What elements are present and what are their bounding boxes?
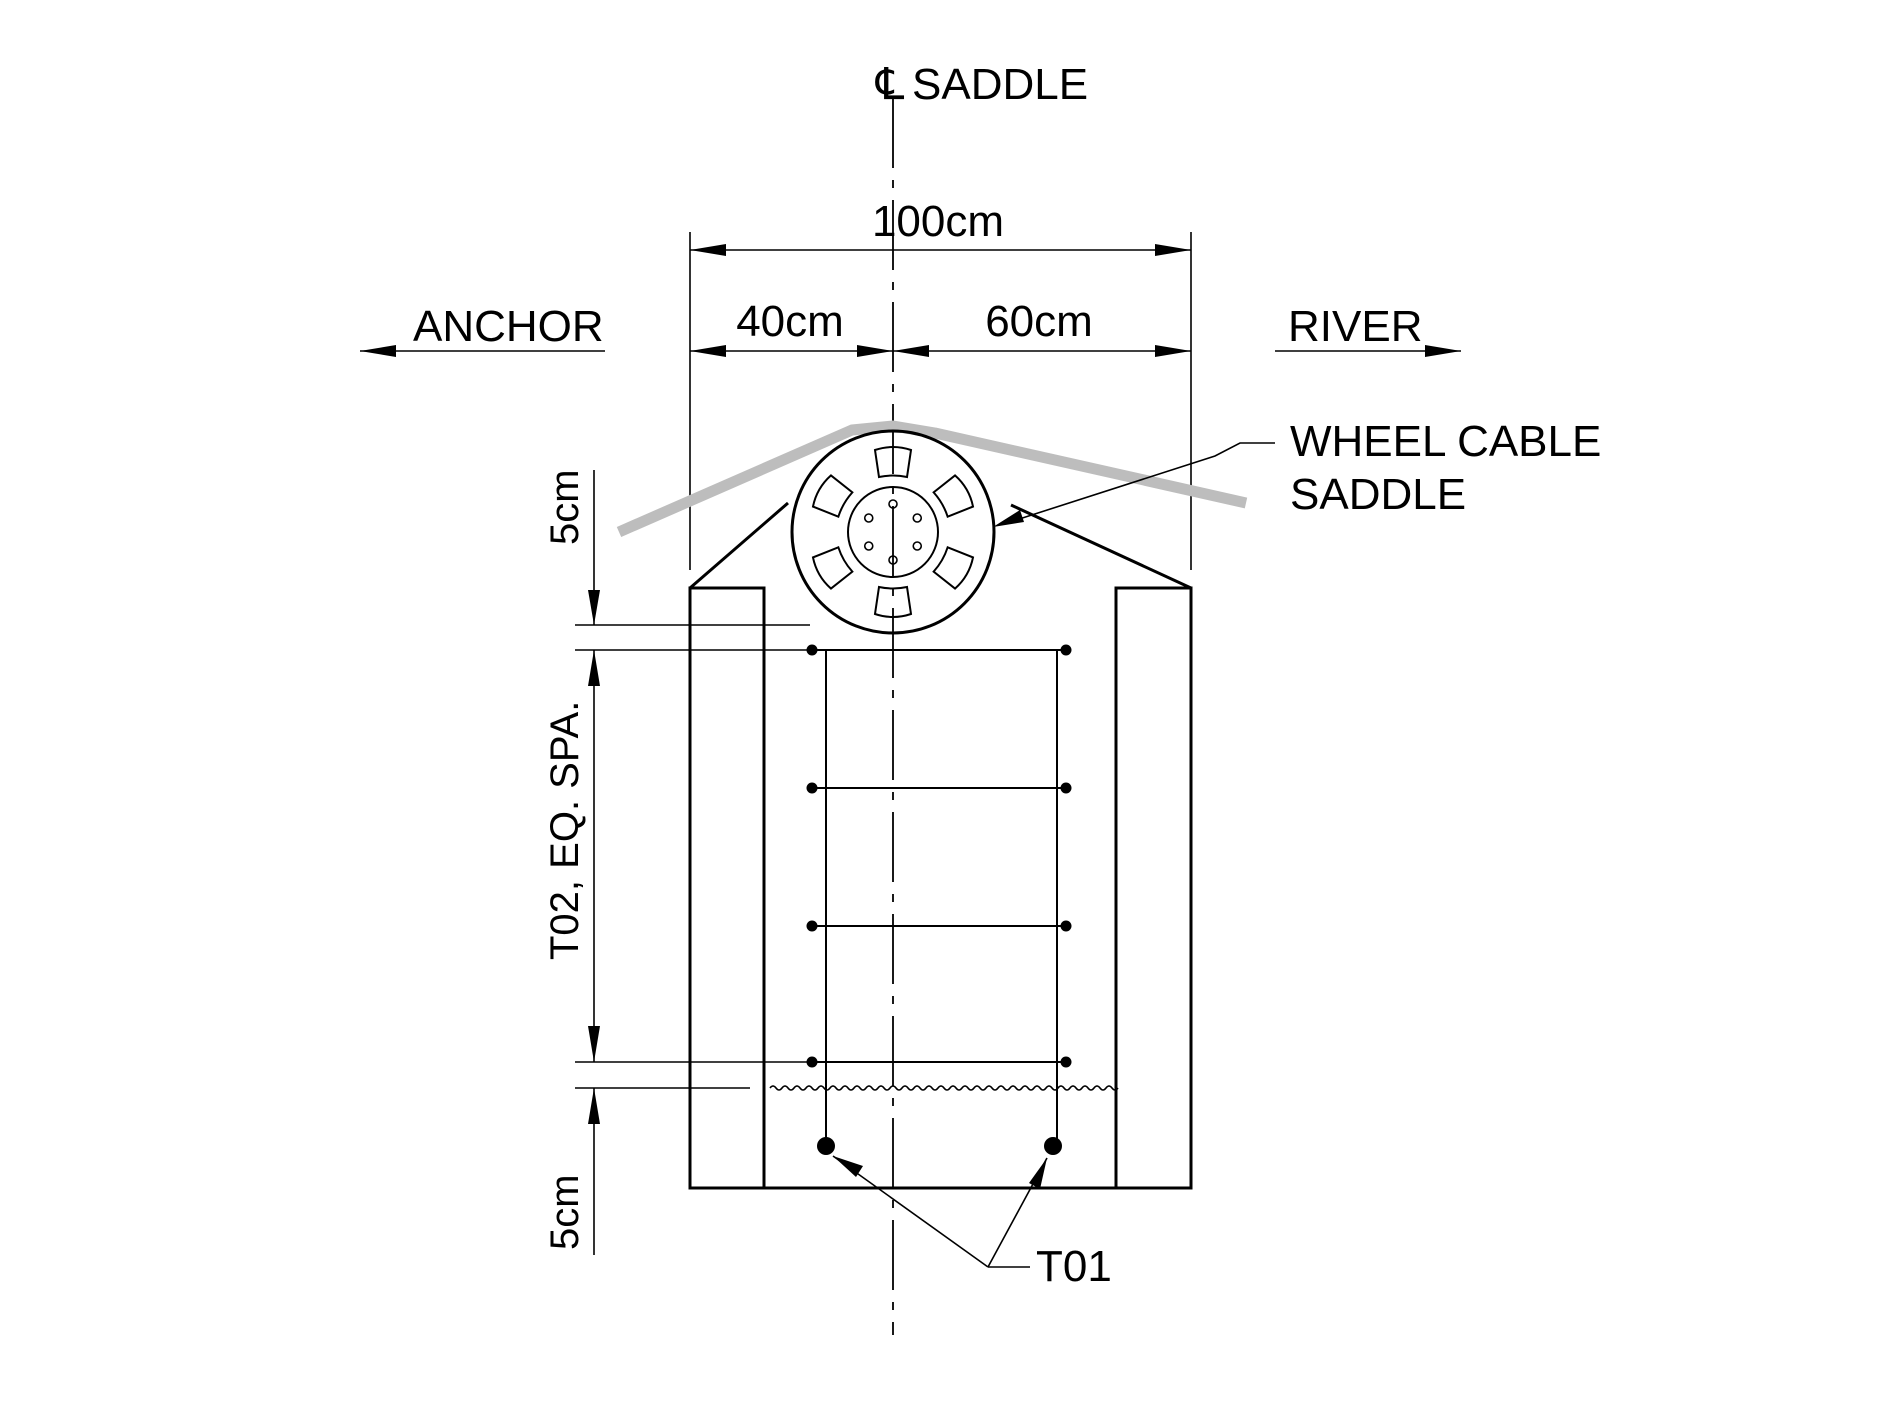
river-direction: RIVER	[1275, 302, 1461, 357]
stirrup-bar	[806, 920, 818, 932]
concrete-section-outline	[688, 501, 1193, 1190]
bottom-cover-label: 5cm	[543, 1174, 587, 1250]
main-bar-right	[1044, 1137, 1062, 1155]
saddle-callout-line1: WHEEL CABLE	[1290, 417, 1601, 466]
wheel-bolt-hole	[912, 541, 923, 551]
wheel-slot	[873, 585, 913, 618]
wheel-bolt-hole	[863, 513, 874, 523]
cable	[616, 420, 1248, 538]
centerline-label: SADDLE	[912, 60, 1088, 109]
wheel-slot	[811, 546, 854, 590]
left-width-label: 40cm	[736, 297, 844, 346]
stirrup-bar	[806, 1056, 818, 1068]
wheel-slot	[811, 474, 854, 518]
stirrup-bar	[1060, 920, 1072, 932]
wheel-slot	[873, 446, 913, 479]
centerline-symbol: ℄	[875, 60, 905, 109]
wheel-bolt-hole	[888, 499, 898, 509]
main-bar-left	[817, 1137, 835, 1155]
anchor-label: ANCHOR	[413, 302, 604, 351]
saddle-callout: WHEEL CABLE SADDLE	[993, 417, 1601, 527]
stirrup-spacing-label: T02, EQ. SPA.	[543, 701, 587, 960]
partial-width-dimension: 40cm 60cm	[690, 297, 1191, 357]
stirrup-bar	[1060, 782, 1072, 794]
overall-width-dimension: 100cm	[689, 197, 1192, 570]
stirrup-bar	[806, 782, 818, 794]
wheel-slot	[932, 474, 975, 518]
wheel-bolt-hole	[888, 555, 898, 565]
stirrup-bar	[1060, 1056, 1072, 1068]
wheel-saddle	[790, 429, 996, 635]
break-line	[769, 1085, 1119, 1091]
wheel-bolt-hole	[912, 513, 923, 523]
saddle-callout-line2: SADDLE	[1290, 470, 1466, 519]
overall-width-label: 100cm	[872, 197, 1004, 246]
anchor-direction: ANCHOR	[360, 302, 605, 357]
rebar-cage	[806, 644, 1072, 1155]
top-cover-label: 5cm	[543, 469, 587, 545]
right-width-label: 60cm	[985, 297, 1093, 346]
main-bar-label: T01	[1036, 1242, 1112, 1291]
vertical-dimensions: 5cm T02, EQ. SPA. 5cm	[543, 469, 810, 1255]
river-label: RIVER	[1288, 302, 1422, 351]
stirrup-bar	[806, 644, 818, 656]
stirrup-bar	[1060, 644, 1072, 656]
wheel-bolt-hole	[863, 541, 874, 551]
main-bar-callout: T01	[832, 1155, 1112, 1291]
wheel-slot	[932, 546, 975, 590]
